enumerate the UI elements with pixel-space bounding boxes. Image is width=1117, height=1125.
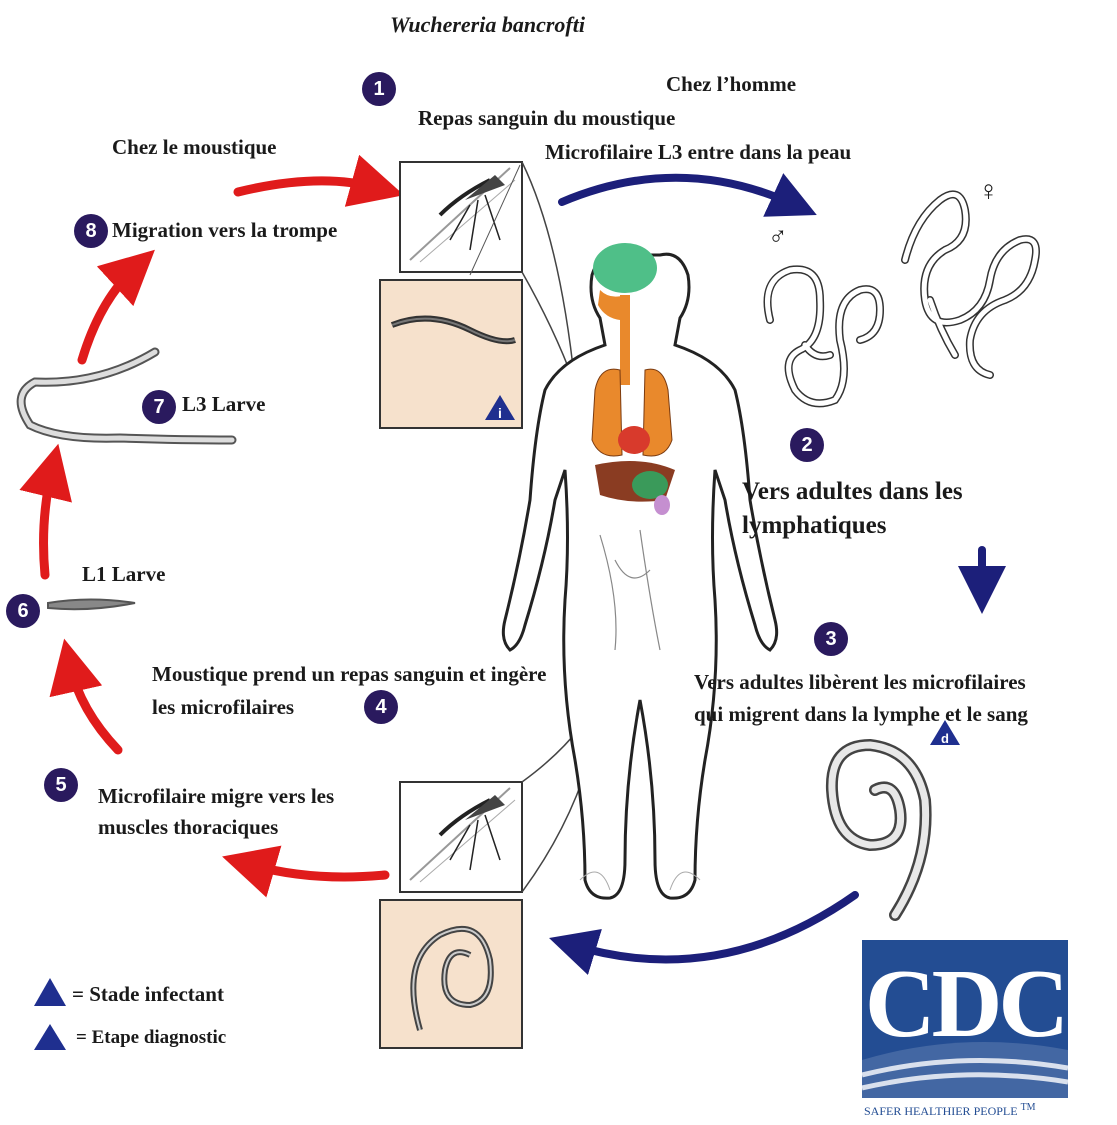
step-number-5: 5 — [44, 768, 78, 802]
arrow-4-to-5 — [248, 864, 385, 877]
step-number-8: 8 — [74, 214, 108, 248]
legend-infective-label: = Stade infectant — [72, 982, 224, 1007]
human-body — [503, 243, 776, 898]
label-step6: L1 Larve — [82, 562, 165, 587]
legend-diagnostic-label: = Etape diagnostic — [76, 1027, 226, 1049]
label-step4a: Moustique prend un repas sanguin et ingè… — [152, 662, 546, 687]
arrow-1-to-2 — [562, 178, 795, 205]
step-number-2: 2 — [790, 428, 824, 462]
female-symbol: ♀ — [978, 176, 999, 208]
male-symbol: ♂ — [768, 222, 788, 252]
adult-worms — [768, 194, 1037, 403]
cdc-logo: CDC — [862, 940, 1068, 1098]
legend-icons — [34, 978, 66, 1050]
microfilaria-large — [832, 745, 926, 915]
svg-text:d: d — [941, 731, 949, 746]
cdc-logo-text: CDC — [862, 948, 1068, 1060]
cdc-tagline-text: SAFER HEALTHIER PEOPLE — [864, 1104, 1018, 1118]
label-step1: Repas sanguin du moustique — [418, 106, 675, 131]
step-number-3: 3 — [814, 622, 848, 656]
mosquito-inset-top — [380, 162, 522, 428]
label-step2a: Vers adultes dans les — [742, 478, 963, 506]
arrow-8-to-1 — [238, 181, 378, 192]
label-step8: Migration vers la trompe — [112, 218, 337, 243]
label-step4b: les microfilaires — [152, 695, 294, 720]
step-number-4: 4 — [364, 690, 398, 724]
step-number-6: 6 — [6, 594, 40, 628]
l1-larva — [48, 600, 135, 610]
svg-text:i: i — [498, 405, 502, 421]
red-arrows — [44, 181, 385, 877]
label-step7: L3 Larve — [182, 392, 265, 417]
label-step5a: Microfilaire migre vers les — [98, 784, 334, 809]
label-step2b: lymphatiques — [742, 512, 886, 540]
step-number-7: 7 — [142, 390, 176, 424]
arrow-6-to-7 — [44, 470, 52, 575]
label-step3b: qui migrent dans la lymphe et le sang — [694, 702, 1028, 727]
label-step5b: muscles thoraciques — [98, 815, 278, 840]
label-step1b: Microfilaire L3 entre dans la peau — [545, 140, 851, 165]
mosquito-inset-bottom — [380, 782, 522, 1048]
label-chez-homme: Chez l’homme — [666, 72, 796, 97]
arrow-5-to-6 — [70, 665, 118, 750]
arrow-7-to-8 — [82, 268, 135, 360]
label-step3a: Vers adultes libèrent les microfilaires — [694, 670, 1026, 695]
cdc-tm: TM — [1021, 1102, 1036, 1113]
arrow-3-to-4 — [572, 895, 855, 959]
label-chez-moustique: Chez le moustique — [112, 135, 277, 160]
step-number-1: 1 — [362, 72, 396, 106]
diagram-title: Wuchereria bancrofti — [390, 12, 585, 38]
